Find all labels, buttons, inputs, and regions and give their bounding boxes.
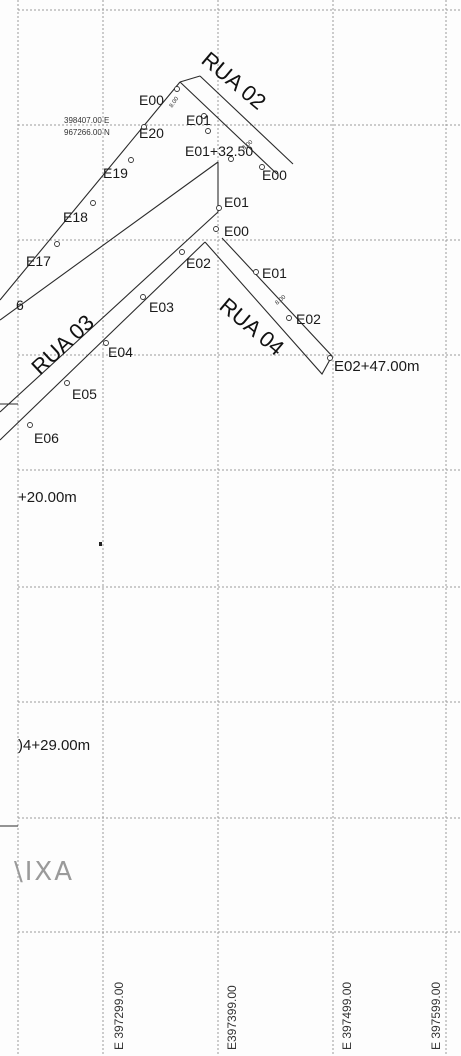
station-label: E02 <box>186 255 211 271</box>
station-label: E06 <box>34 430 59 446</box>
stake-marker <box>327 355 333 361</box>
stake-marker <box>259 164 265 170</box>
stake-marker <box>103 340 109 346</box>
survey-mark <box>99 542 102 546</box>
street-name-rua-02: RUA 02 <box>197 47 271 115</box>
station-label: E20 <box>139 125 164 141</box>
chainage-label: +20.00m <box>18 489 77 506</box>
stake-marker <box>64 380 70 386</box>
road-rua-03 <box>0 211 219 441</box>
station-label: E00 <box>224 223 249 239</box>
stake-marker <box>286 315 292 321</box>
station-label: E18 <box>63 209 88 225</box>
station-label: E17 <box>26 253 51 269</box>
station-label: E19 <box>103 165 128 181</box>
road-rua-04 <box>204 237 333 375</box>
axis-label: E 397499.00 <box>340 982 354 1050</box>
stake-marker <box>216 205 222 211</box>
stake-marker <box>140 294 146 300</box>
reference-northing: 967266.00 N <box>64 128 110 137</box>
stake-marker <box>141 124 147 130</box>
station-label: E00 <box>139 92 164 108</box>
stake-marker <box>205 128 211 134</box>
station-label: E01+32.50 <box>185 143 253 159</box>
road-rua-03-upper <box>0 75 219 321</box>
station-label: E00 <box>262 167 287 183</box>
axis-label: E 397299.00 <box>112 982 126 1050</box>
road-outlines <box>0 75 333 827</box>
station-label: E04 <box>108 344 133 360</box>
station-label: E01 <box>186 112 211 128</box>
street-name-rua-03: RUA 03 <box>26 310 99 380</box>
road-rua-02 <box>179 75 294 175</box>
stake-marker <box>213 226 219 232</box>
stake-marker <box>27 422 33 428</box>
axis-label: E397399.00 <box>225 985 239 1050</box>
stake-marker <box>90 200 96 206</box>
station-label: E01 <box>224 194 249 210</box>
station-label: E05 <box>72 386 97 402</box>
station-label: 6 <box>16 297 24 313</box>
stake-marker <box>179 249 185 255</box>
stake-marker <box>54 241 60 247</box>
stake-marker <box>253 269 259 275</box>
stake-marker <box>228 156 234 162</box>
dimension-label: 8.00 <box>169 96 181 110</box>
stake-marker <box>201 113 207 119</box>
station-label: E03 <box>149 299 174 315</box>
chainage-label: )4+29.00m <box>18 737 90 754</box>
reference-easting: 398407.00 E <box>64 116 109 125</box>
stake-markers <box>27 86 333 428</box>
station-label: E02+47.00m <box>334 358 419 375</box>
faded-caption: \IXA <box>14 857 74 887</box>
station-label: E01 <box>262 265 287 281</box>
stake-marker <box>128 157 134 163</box>
station-label: E02 <box>296 311 321 327</box>
axis-label: E 397599.00 <box>429 982 443 1050</box>
stake-marker <box>174 86 180 92</box>
